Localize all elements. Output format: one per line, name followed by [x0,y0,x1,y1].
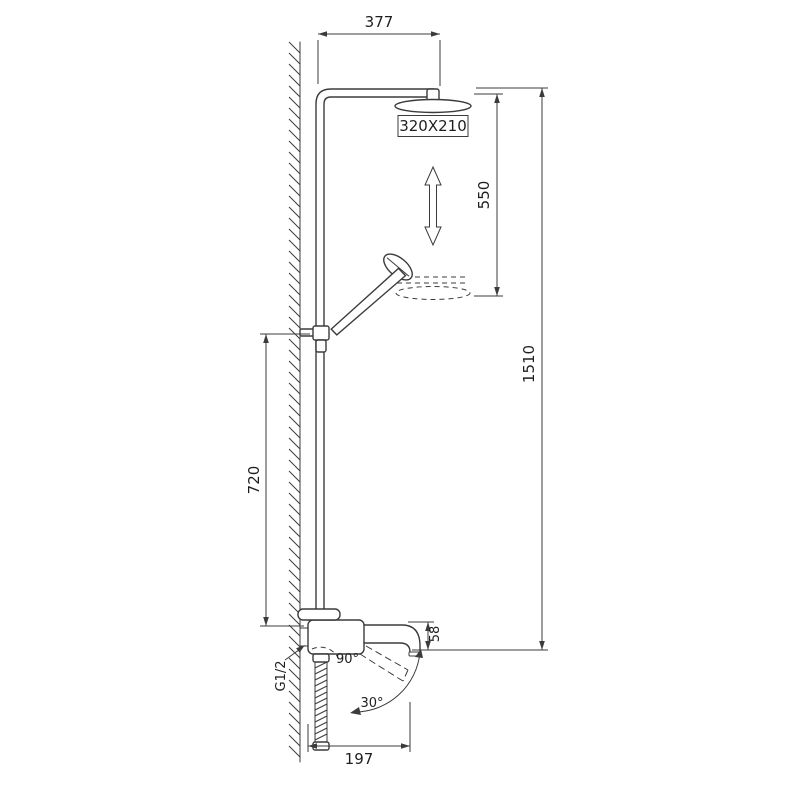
head-size-box [397,115,469,137]
mixer [297,608,422,657]
spout-angle-label: 30° [360,696,383,711]
spout-top [363,624,421,653]
overhead-shower-head [394,98,472,114]
spout-angle-arc [351,651,421,713]
head-size-label: 320X210 [399,117,467,135]
inlet-thread-label: G1/2 [274,661,289,692]
dim-adjustment-range-label: 550 [475,181,493,210]
mixer-body [307,619,365,655]
slider-knob [315,339,327,353]
hose-coil-hatch [314,661,328,741]
dim-spout-reach: 197 [307,702,411,768]
hand-shower [299,253,413,353]
handle-rotation: 90° [311,646,359,667]
mixer-lever [297,608,341,621]
hose-top-connector [312,653,330,663]
wall-hatch [288,41,301,758]
dim-spout-reach-label: 197 [345,750,374,768]
dim-spout-drop-label: 58 [428,626,443,643]
dim-top-width: 377 [317,13,441,86]
inlet-thread: G1/2 [274,645,305,692]
handle-angle-arc [311,646,341,664]
slider-bracket [312,325,330,341]
hand-shower-handle [330,267,407,336]
spout-rotation: 30° [350,645,423,715]
dim-hand-shower-height-label: 720 [245,466,263,495]
riser-pipe [315,88,435,623]
handle-angle-label: 90° [336,652,359,667]
wall [288,41,301,763]
dim-top-width-label: 377 [365,13,394,31]
shower-hose [312,653,330,751]
spout-bottom [363,642,411,653]
dim-total-height-label: 1510 [520,345,538,383]
dim-hand-shower-height: 720 [245,333,310,627]
dim-spout-drop: 58 [408,621,443,650]
dim-adjustment-range: 550 [474,93,503,297]
dim-total-height: 1510 [412,87,548,651]
overhead-shower: 320X210 [394,88,472,137]
height-adjust-arrow [424,165,442,247]
